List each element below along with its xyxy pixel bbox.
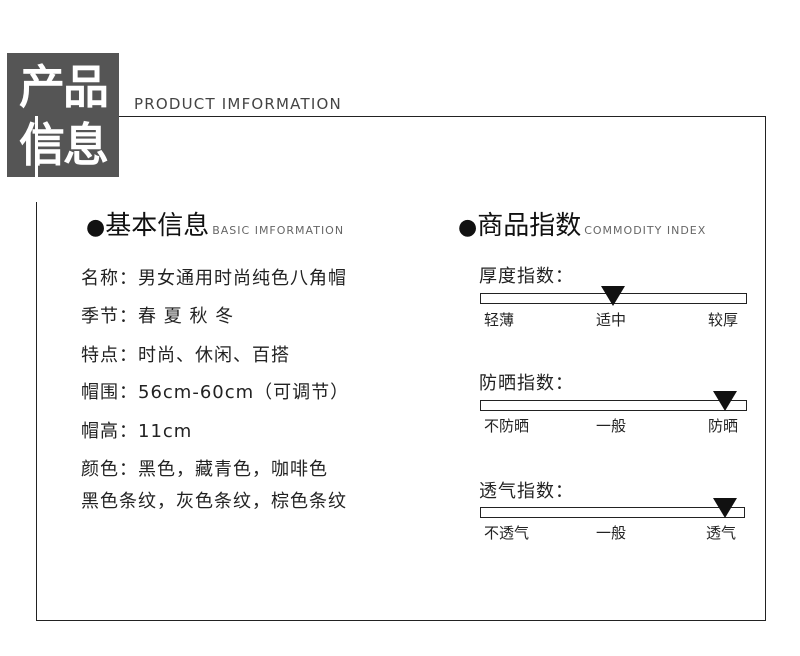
info-line-circumference: 帽围：56cm-60cm（可调节） <box>81 382 350 403</box>
logo-line-2: 信息 <box>19 118 109 172</box>
bullet-icon: ● <box>458 215 478 240</box>
logo-block: 产品 信息 <box>7 53 119 177</box>
sunproof-high-label: 防晒 <box>708 417 739 435</box>
sunproof-index-label: 防晒指数： <box>479 373 574 394</box>
breathability-index-marker <box>712 498 737 518</box>
bullet-icon: ● <box>86 215 106 240</box>
sunproof-index-bar <box>480 400 747 411</box>
breathability-low-label: 不透气 <box>484 524 530 542</box>
info-line-feature: 特点：时尚、休闲、百搭 <box>81 345 290 366</box>
info-line-name: 名称：男女通用时尚纯色八角帽 <box>81 268 347 289</box>
thickness-low-label: 轻薄 <box>484 311 515 329</box>
commodity-index-title-en: COMMODITY INDEX <box>584 224 707 237</box>
header-english-title: PRODUCT IMFORMATION <box>134 95 342 113</box>
logo-line-1: 产品 <box>19 60 109 114</box>
content-frame <box>36 116 766 621</box>
info-line-colors-2: 黑色条纹，灰色条纹，棕色条纹 <box>81 491 347 512</box>
breathability-mid-label: 一般 <box>596 524 627 542</box>
info-line-season: 季节：春 夏 秋 冬 <box>81 306 235 327</box>
frame-gap <box>35 116 38 202</box>
breathability-index-label: 透气指数： <box>479 481 574 502</box>
sunproof-mid-label: 一般 <box>596 417 627 435</box>
thickness-index-marker <box>601 286 625 306</box>
info-line-height: 帽高：11cm <box>81 421 193 442</box>
commodity-index-title: 商品指数 <box>477 211 582 241</box>
thickness-mid-label: 适中 <box>596 311 627 329</box>
thickness-index-label: 厚度指数： <box>479 266 574 287</box>
info-line-colors: 颜色：黑色，藏青色，咖啡色 <box>81 459 328 480</box>
basic-info-title: 基本信息 <box>105 211 210 241</box>
frame-top-line <box>119 116 765 117</box>
sunproof-low-label: 不防晒 <box>484 417 530 435</box>
breathability-high-label: 透气 <box>706 524 737 542</box>
breathability-index-bar <box>480 507 745 518</box>
thickness-high-label: 较厚 <box>708 311 739 329</box>
sunproof-index-marker <box>712 391 737 411</box>
basic-info-title-en: BASIC IMFORMATION <box>212 224 345 237</box>
